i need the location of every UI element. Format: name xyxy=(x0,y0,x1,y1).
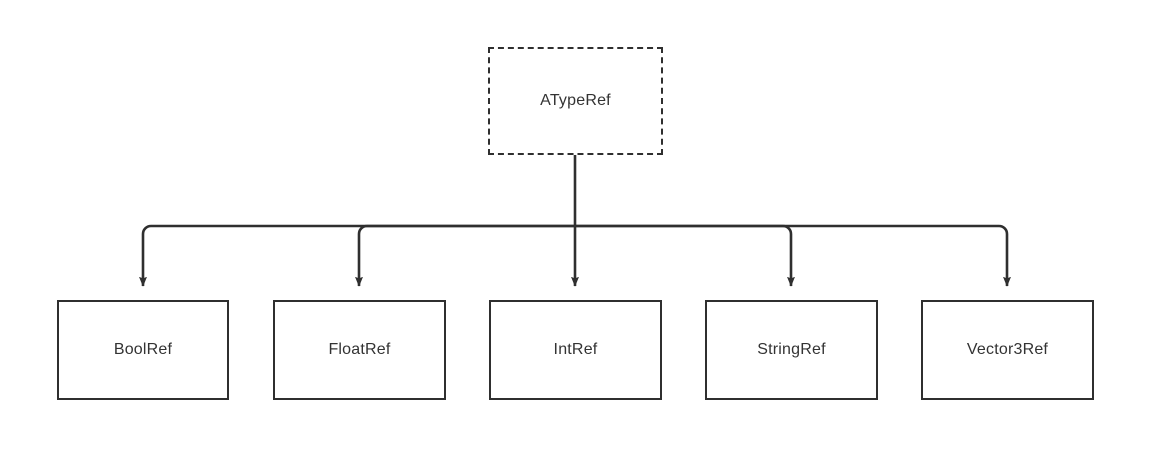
node-stringref[interactable]: StringRef xyxy=(705,300,878,400)
node-atyperef[interactable]: ATypeRef xyxy=(488,47,663,155)
node-boolref-label: BoolRef xyxy=(113,341,173,358)
edge-to-stringref xyxy=(575,224,795,287)
node-stringref-label: StringRef xyxy=(757,341,826,358)
edge-to-boolref xyxy=(139,224,575,287)
node-intref-label: IntRef xyxy=(553,341,598,358)
node-intref[interactable]: IntRef xyxy=(489,300,662,400)
node-vector3ref[interactable]: Vector3Ref xyxy=(921,300,1094,400)
node-floatref[interactable]: FloatRef xyxy=(273,300,446,400)
edge-to-vector3ref xyxy=(575,224,1011,287)
node-boolref[interactable]: BoolRef xyxy=(57,300,229,400)
node-atyperef-label: ATypeRef xyxy=(540,92,611,109)
node-vector3ref-label: Vector3Ref xyxy=(966,341,1049,358)
edge-to-floatref xyxy=(355,224,575,287)
node-floatref-label: FloatRef xyxy=(328,341,391,358)
